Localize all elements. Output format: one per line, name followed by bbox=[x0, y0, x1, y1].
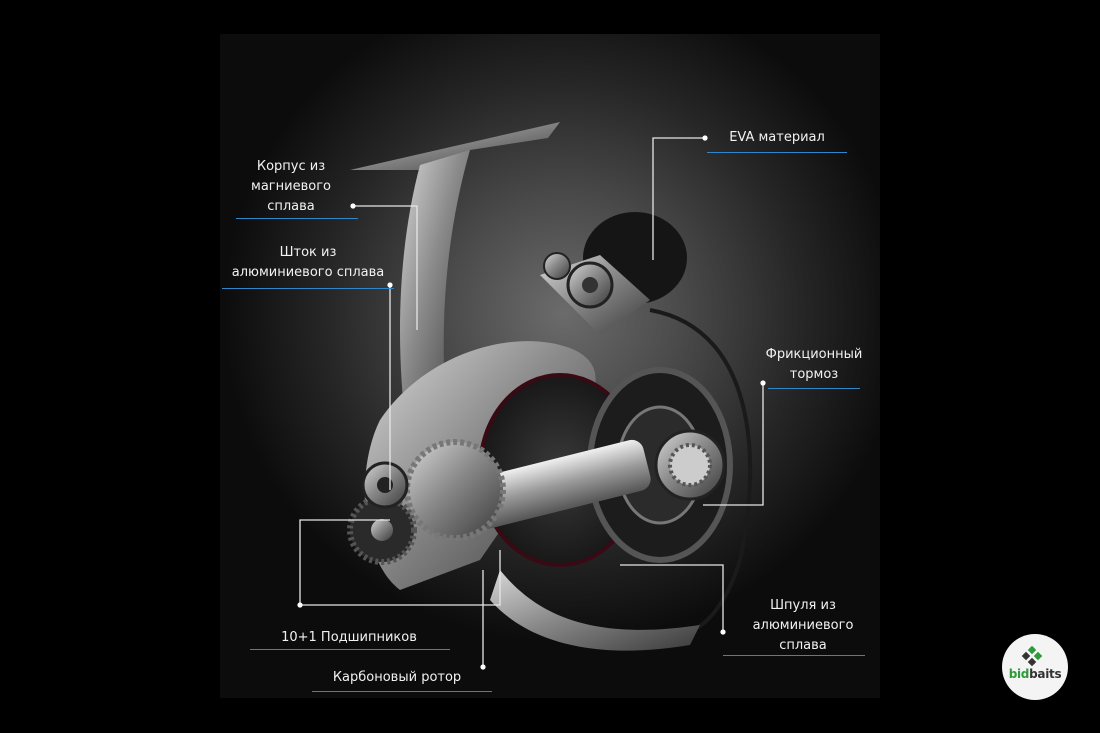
underline-eva bbox=[707, 152, 847, 153]
leader-body bbox=[353, 205, 418, 330]
label-shaft: Шток из алюминиевого сплава bbox=[231, 245, 385, 280]
underline-shaft bbox=[222, 288, 394, 289]
bidbaits-logo-icon: bidbaits bbox=[1002, 634, 1068, 700]
underline-bearings bbox=[250, 649, 450, 650]
leader-bearings bbox=[299, 519, 390, 605]
logo-wordmark: bidbaits bbox=[1008, 667, 1062, 681]
bail-wire bbox=[649, 308, 753, 632]
label-rotor: Карбоновый ротор bbox=[332, 670, 462, 685]
label-body: Корпус из магниевого сплава bbox=[251, 159, 331, 214]
label-drag: Фрикционный тормоз bbox=[765, 347, 863, 382]
reel-foot bbox=[350, 122, 560, 170]
label-bearings: 10+1 Подшипников bbox=[281, 630, 417, 645]
leader-bearings-2 bbox=[300, 550, 501, 606]
underline-body bbox=[236, 218, 358, 219]
rotor-arm bbox=[490, 570, 700, 651]
label-spool: Шпуля из алюминиевого сплава bbox=[752, 598, 854, 653]
underline-drag bbox=[768, 388, 860, 389]
underline-rotor bbox=[312, 691, 492, 692]
leader-eva bbox=[652, 137, 705, 260]
underline-spool bbox=[723, 655, 865, 656]
leader-drag bbox=[703, 383, 764, 506]
label-eva-material: EVA материал bbox=[729, 130, 825, 145]
handle-bolt-small bbox=[543, 252, 571, 280]
leader-spool bbox=[620, 564, 724, 632]
